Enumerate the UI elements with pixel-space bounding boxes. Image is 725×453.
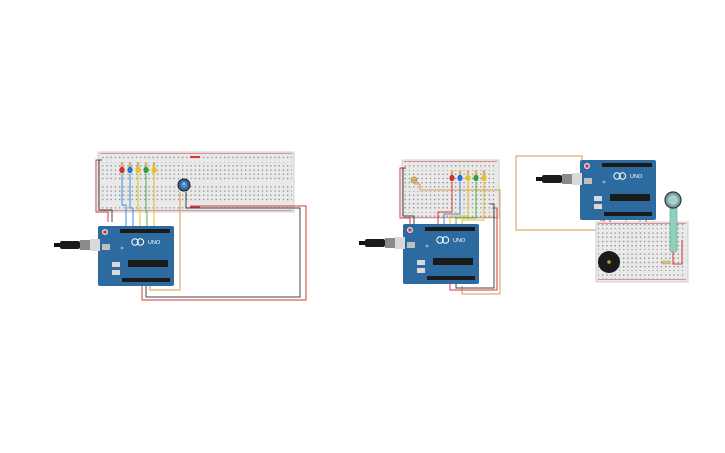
resistor bbox=[120, 162, 124, 167]
led-body bbox=[127, 166, 133, 174]
svg-text:UNO: UNO bbox=[453, 238, 466, 244]
resistor bbox=[466, 170, 470, 175]
breadboard bbox=[401, 159, 500, 219]
svg-text:UNO: UNO bbox=[148, 240, 161, 246]
resistor bbox=[152, 162, 156, 167]
led[interactable] bbox=[119, 162, 125, 174]
usb-plug bbox=[54, 239, 100, 251]
resistor bbox=[474, 170, 478, 175]
usb-plug bbox=[536, 173, 582, 185]
wires bbox=[95, 159, 307, 301]
led-body bbox=[457, 174, 463, 182]
resistor bbox=[450, 170, 454, 175]
led-body bbox=[135, 166, 141, 174]
led-row bbox=[119, 162, 157, 174]
resistor bbox=[128, 162, 132, 167]
led[interactable] bbox=[473, 170, 479, 182]
arduino-uno-board[interactable]: UNO bbox=[97, 225, 175, 287]
flex-sensor[interactable] bbox=[661, 191, 683, 265]
circuit-buzzer-flex-sensor: UNO bbox=[515, 155, 689, 283]
led[interactable] bbox=[135, 162, 141, 174]
breadboard bbox=[97, 151, 295, 213]
svg-text:UNO: UNO bbox=[630, 174, 643, 180]
resistor bbox=[144, 162, 148, 167]
led[interactable] bbox=[457, 170, 463, 182]
circuit-led-potentiometer: UNO bbox=[54, 151, 307, 301]
led-body bbox=[465, 174, 471, 182]
led-row bbox=[449, 170, 487, 182]
led[interactable] bbox=[127, 162, 133, 174]
potentiometer[interactable] bbox=[177, 178, 191, 192]
led[interactable] bbox=[143, 162, 149, 174]
resistor bbox=[482, 170, 486, 175]
led[interactable] bbox=[465, 170, 471, 182]
led[interactable] bbox=[481, 170, 487, 182]
arduino-uno-board[interactable]: UNO bbox=[402, 223, 480, 285]
led-body bbox=[473, 174, 479, 182]
led-body bbox=[151, 166, 157, 174]
wires bbox=[399, 167, 501, 295]
circuit-led-photoresistor: UNO bbox=[359, 159, 501, 295]
arduino-uno-board[interactable]: UNO bbox=[579, 159, 657, 221]
led-body bbox=[143, 166, 149, 174]
led[interactable] bbox=[449, 170, 455, 182]
resistor bbox=[458, 170, 462, 175]
led-body bbox=[119, 166, 125, 174]
led[interactable] bbox=[151, 162, 157, 174]
resistor bbox=[136, 162, 140, 167]
photoresistor[interactable] bbox=[410, 176, 418, 184]
usb-plug bbox=[359, 237, 405, 249]
led-body bbox=[449, 174, 455, 182]
led-body bbox=[481, 174, 487, 182]
piezo-buzzer[interactable] bbox=[598, 251, 620, 273]
